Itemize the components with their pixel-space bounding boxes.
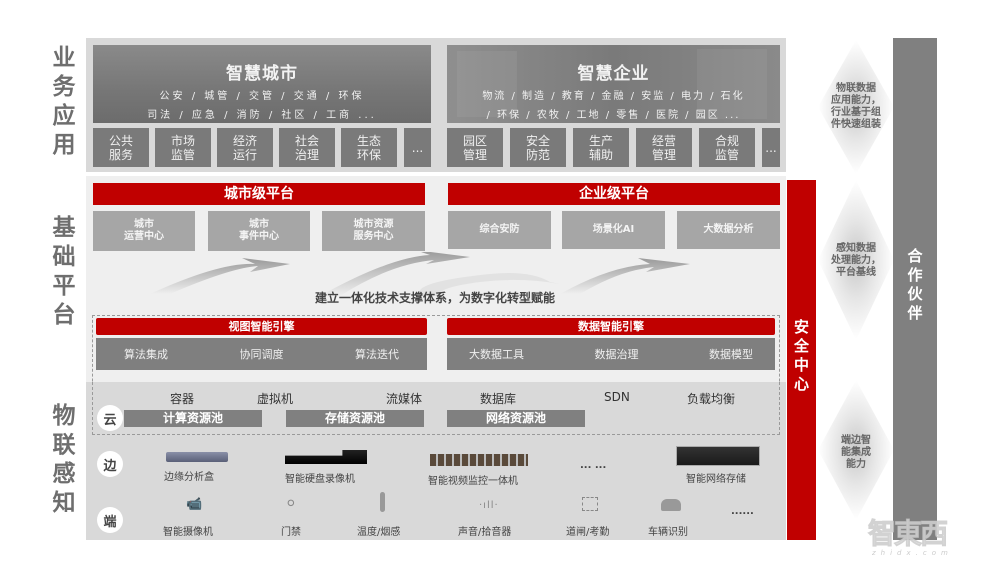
city-app-public-service[interactable]: 公共 服务 [93,128,149,167]
cloud-dashed-box [92,382,780,435]
edge-box-icon [166,452,228,462]
sound-wave-icon: ·ıll· [479,500,499,511]
security-center-label: 安 全 中 心 [793,318,809,393]
end-more: ...... [731,506,754,517]
smart-enterprise-panel[interactable]: 智慧企业 物流 / 制造 / 教育 / 金融 / 安监 / 电力 / 石化 / … [447,45,780,123]
key-icon: ⚪ [285,496,297,512]
partners-label: 合 作 伙 伴 [907,247,923,322]
gate-attendance[interactable]: 道闸/考勤 [566,527,610,538]
ent-app-production[interactable]: 生产 辅助 [573,128,629,167]
city-resource-center[interactable]: 城市资源 服务中心 [322,211,425,251]
car-icon [661,499,681,511]
video-engine-header: 视图智能引擎 [96,318,427,335]
ent-app-more[interactable]: ... [762,128,780,167]
video-monitor-appliance[interactable]: 智能视频监控一体机 [428,476,518,487]
network-pool[interactable]: 网络资源池 [447,410,585,427]
enterprise-platform-header: 企业级平台 [448,183,780,205]
smart-camera[interactable]: 智能摄像机 [163,527,213,538]
security-center[interactable]: 安 全 中 心 [787,180,816,540]
city-app-more[interactable]: ... [404,128,431,167]
edge-analysis-box[interactable]: 边缘分析盒 [164,472,214,483]
scenario-ai-tile[interactable]: 场景化AI [562,211,665,249]
face-recognition-icon [582,497,598,511]
smart-city-subtitle-2: 司法 / 应急 / 消防 / 社区 / 工商 ... [147,110,377,121]
vm-label: 虚拟机 [257,392,294,406]
ent-app-operations[interactable]: 经营 管理 [636,128,692,167]
video-engine-row: 算法集成 协同调度 算法迭代 [96,338,427,370]
partners-column[interactable]: 合 作 伙 伴 [893,38,937,540]
note-platform: 感知数据 处理能力， 平台基线 [831,243,881,278]
city-event-center[interactable]: 城市 事件中心 [208,211,310,251]
big-data-tools[interactable]: 大数据工具 [469,348,524,361]
algorithm-iteration[interactable]: 算法迭代 [355,348,399,361]
layer-label-iot: 物 联 感 知 [52,403,76,516]
city-app-economy[interactable]: 经济 运行 [217,128,273,167]
collaborative-scheduling[interactable]: 协同调度 [239,348,284,361]
algorithm-integration[interactable]: 算法集成 [124,348,168,361]
city-app-market-supervision[interactable]: 市场 监管 [155,128,211,167]
layer-label-platform: 基 础 平 台 [52,215,76,328]
city-ops-center[interactable]: 城市 运营中心 [93,211,195,251]
platform-tagline: 建立一体化技术支撑体系，为数字化转型赋能 [314,291,555,305]
note-business: 物联数据 应用能力， 行业基于组 件快速组装 [831,83,881,130]
data-governance[interactable]: 数据治理 [594,348,639,361]
ent-app-security[interactable]: 安全 防范 [510,128,566,167]
data-model[interactable]: 数据模型 [709,348,753,361]
sdn-label: SDN [604,390,630,404]
smart-city-panel[interactable]: 智慧城市 公安 / 城管 / 交管 / 交通 / 环保 司法 / 应急 / 消防… [93,45,431,123]
smart-enterprise-subtitle-1: 物流 / 制造 / 教育 / 金融 / 安监 / 电力 / 石化 [482,91,745,102]
thermometer-icon [380,492,385,512]
ent-app-park-management[interactable]: 园区 管理 [447,128,503,167]
storage-pool[interactable]: 存储资源池 [286,410,424,427]
end-label: 端 [97,507,123,533]
database-label: 数据库 [480,392,517,406]
big-data-analysis-tile[interactable]: 大数据分析 [677,211,780,249]
video-monitor-appliance-icon [430,454,528,466]
city-app-social-governance[interactable]: 社会 治理 [279,128,335,167]
load-balancing-label: 负载均衡 [687,392,736,406]
city-app-ecology[interactable]: 生态 环保 [341,128,397,167]
watermark-logo: 智東西 [867,517,948,551]
upward-arrows-icon [150,252,690,296]
note-iot: 端边智 能集成 能力 [841,435,871,470]
city-platform-header: 城市级平台 [93,183,425,205]
smart-city-subtitle-1: 公安 / 城管 / 交管 / 交通 / 环保 [159,91,365,102]
streaming-label: 流媒体 [386,392,423,406]
camera-icon: 📹 [186,497,203,512]
smart-city-title: 智慧城市 [226,64,298,84]
sound-pickup[interactable]: 声音/拾音器 [458,527,512,538]
data-engine-row: 大数据工具 数据治理 数据模型 [447,338,775,370]
integrated-security-tile[interactable]: 综合安防 [448,211,551,249]
smart-enterprise-title: 智慧企业 [577,64,650,84]
layer-label-business: 业 务 应 用 [52,45,76,158]
temperature-smoke[interactable]: 温度/烟感 [357,527,401,538]
vehicle-recognition[interactable]: 车辆识别 [648,527,688,538]
edge-more: ... ... [580,460,607,471]
ent-app-compliance[interactable]: 合规 监管 [699,128,755,167]
watermark-url: zhidx.com [872,549,953,557]
edge-label: 边 [97,451,123,477]
network-storage-icon [676,446,760,466]
compute-pool[interactable]: 计算资源池 [124,410,262,427]
cloud-label: 云 [97,405,123,431]
smart-enterprise-subtitle-2: / 环保 / 农牧 / 工地 / 零售 / 医院 / 园区 ... [486,110,741,121]
smart-nvr[interactable]: 智能硬盘录像机 [285,474,355,485]
data-engine-header: 数据智能引擎 [447,318,775,335]
container-label: 容器 [170,392,195,406]
access-control[interactable]: 门禁 [281,527,301,538]
smart-network-storage[interactable]: 智能网络存储 [686,474,746,485]
